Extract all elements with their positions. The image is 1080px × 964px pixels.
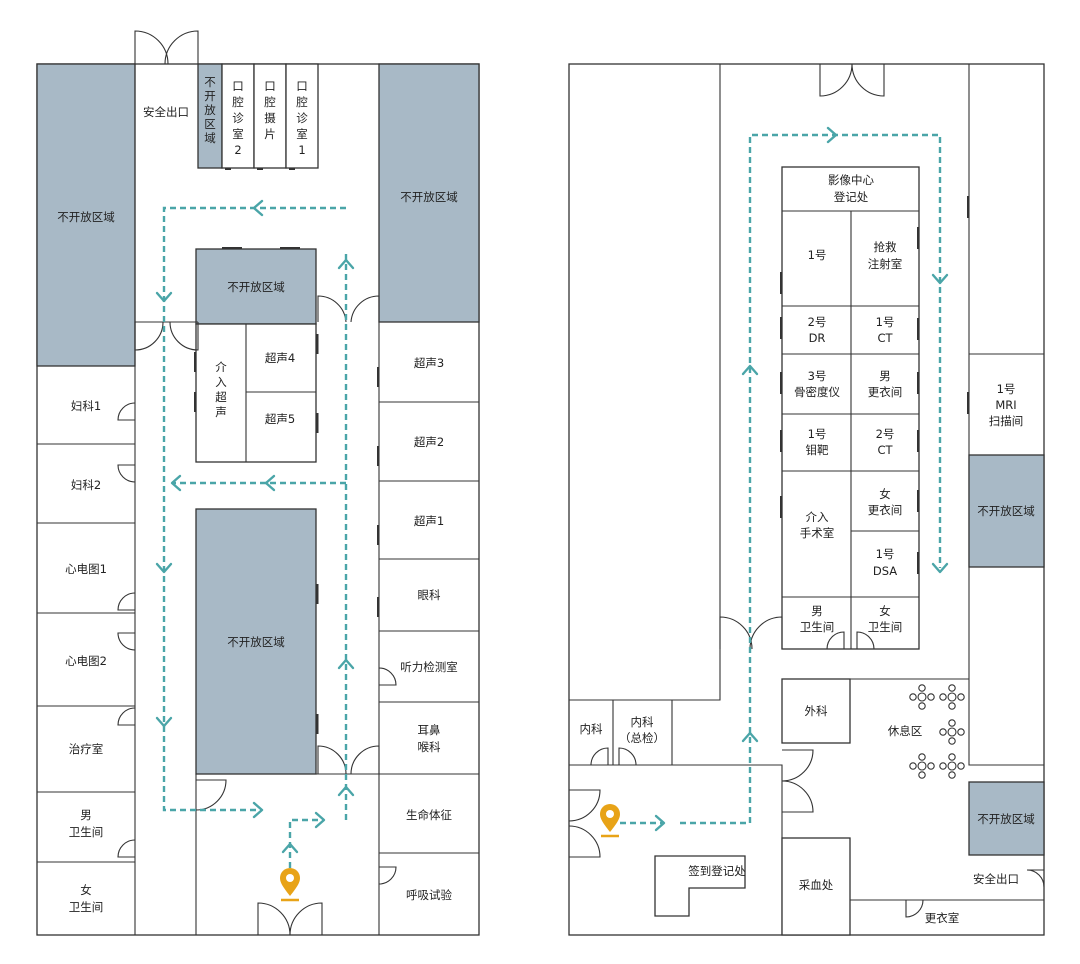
label-closed-top-right: 不开放区域	[400, 190, 458, 204]
label-internal-checkup-2: （总检）	[619, 731, 665, 745]
label-mri1-3: 扫描间	[989, 414, 1024, 428]
label-emergency-injection-1: 抢救	[874, 240, 897, 254]
label-ophthalmology: 眼科	[418, 588, 441, 602]
label-dsa1-1: 1号	[876, 547, 895, 561]
door-icon	[568, 63, 1045, 918]
label-hearing-test: 听力检测室	[400, 660, 458, 674]
label-female-restroom-2f-2: 卫生间	[868, 620, 903, 634]
label-sign-in-registration: 签到登记处	[688, 864, 746, 878]
label-closed-small: 不开放区域	[204, 75, 216, 145]
label-blood-collection: 采血处	[799, 878, 834, 892]
label-ent-1: 耳鼻	[418, 723, 441, 737]
label-female-changing-2: 更衣间	[868, 503, 903, 517]
label-closed-right-2: 不开放区域	[977, 812, 1035, 826]
label-safety-exit: 安全出口	[143, 105, 189, 119]
closed-area-right-1	[968, 454, 1045, 568]
label-dsa1-2: DSA	[873, 564, 897, 578]
label-changing-room: 更衣室	[925, 911, 960, 925]
label-ct2-2: CT	[877, 443, 893, 457]
label-closed-center: 不开放区域	[227, 635, 285, 649]
label-ultrasound-3: 超声3	[414, 356, 444, 370]
label-interventional-ultrasound: 介入超声	[215, 360, 227, 419]
room-oral-film	[253, 63, 287, 169]
label-male-changing-2: 更衣间	[868, 385, 903, 399]
label-vital-signs: 生命体征	[406, 808, 452, 822]
label-oral-film: 口腔摄片	[264, 79, 276, 141]
label-female-restroom-1: 女	[80, 883, 92, 897]
label-ultrasound-4: 超声4	[265, 351, 295, 365]
label-rest-area: 休息区	[888, 724, 923, 738]
room-oral-2	[221, 63, 255, 169]
label-closed-top-left: 不开放区域	[57, 210, 115, 224]
location-pin-icon	[600, 804, 620, 838]
label-closed-right-1: 不开放区域	[977, 504, 1035, 518]
sign-in-desk	[654, 855, 746, 917]
label-male-changing-1: 男	[879, 369, 891, 383]
label-ecg-2: 心电图2	[65, 654, 107, 668]
table-chairs-icon	[909, 684, 965, 779]
label-molybdenum-2: 钼靶	[806, 443, 829, 457]
label-bone-densitometer-1: 3号	[808, 369, 827, 383]
room-blood-collection	[781, 837, 851, 936]
closed-area-top-left	[36, 63, 136, 367]
label-safety-exit-2f: 安全出口	[973, 872, 1019, 886]
label-female-restroom-2f-1: 女	[879, 604, 891, 618]
label-female-changing-1: 女	[879, 487, 891, 501]
closed-area-center-top	[195, 248, 317, 325]
label-male-restroom-1: 男	[80, 808, 92, 822]
closed-area-center	[195, 508, 317, 775]
location-pin-icon	[280, 868, 300, 902]
label-interventional-surgery-1: 介入	[806, 510, 829, 524]
label-mri1-1: 1号	[997, 382, 1016, 396]
label-imaging-registration-1: 影像中心	[828, 173, 874, 187]
floor-1-plan: 不开放区域 安全出口 不开放区域 不开放区域 超声4 超声5 不开放区域 妇科1…	[36, 30, 480, 936]
label-ent-2: 喉科	[418, 740, 441, 754]
label-internal-medicine: 内科	[580, 722, 603, 736]
ultrasound-block	[195, 323, 317, 463]
label-male-restroom-2: 卫生间	[69, 825, 104, 839]
label-imaging-registration-2: 登记处	[834, 190, 869, 204]
label-ultrasound-5: 超声5	[265, 412, 295, 426]
route-floor1	[155, 199, 355, 878]
label-ultrasound-1: 超声1	[414, 514, 444, 528]
label-closed-center-top: 不开放区域	[227, 280, 285, 294]
label-ct2-1: 2号	[876, 427, 895, 441]
label-surgery: 外科	[805, 704, 828, 718]
label-ultrasound-2: 超声2	[414, 435, 444, 449]
label-mri1-2: MRI	[995, 398, 1016, 412]
label-interventional-surgery-2: 手术室	[800, 526, 835, 540]
label-ct1-1: 1号	[876, 315, 895, 329]
closed-area-top-right	[378, 63, 480, 323]
closed-area-right-2	[968, 781, 1045, 856]
label-dr2-1: 2号	[808, 315, 827, 329]
label-molybdenum-1: 1号	[808, 427, 827, 441]
label-treatment-room: 治疗室	[69, 742, 104, 756]
label-no1: 1号	[808, 248, 827, 262]
room-oral-1	[285, 63, 319, 169]
label-emergency-injection-2: 注射室	[868, 257, 903, 271]
label-male-restroom-2f-2: 卫生间	[800, 620, 835, 634]
floor-2-plan: 影像中心 登记处 1号 抢救 注射室 2号 DR 1号 CT 3号 骨密度仪 男…	[568, 63, 1045, 936]
room-surgery	[781, 678, 851, 744]
label-gynecology-2: 妇科2	[71, 478, 101, 492]
label-male-restroom-2f-1: 男	[811, 604, 823, 618]
label-ecg-1: 心电图1	[65, 562, 107, 576]
label-female-restroom-2: 卫生间	[69, 900, 104, 914]
label-breath-test: 呼吸试验	[406, 888, 452, 902]
label-internal-checkup-1: 内科	[631, 715, 654, 729]
label-gynecology-1: 妇科1	[71, 399, 101, 413]
route-floor2	[620, 126, 949, 832]
label-ct1-2: CT	[877, 331, 893, 345]
label-bone-densitometer-2: 骨密度仪	[794, 385, 840, 399]
label-dr2-2: DR	[809, 331, 826, 345]
